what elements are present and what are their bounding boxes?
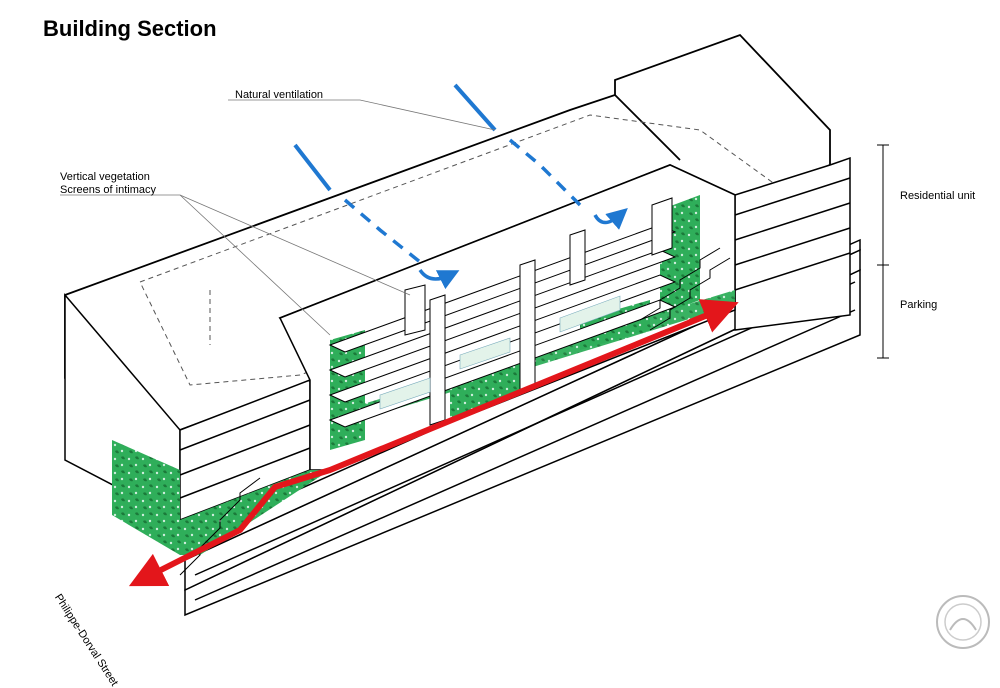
street-stairs bbox=[179, 477, 261, 576]
vertical-vegetation-label: Vertical vegetation bbox=[60, 171, 150, 183]
stairs bbox=[639, 247, 731, 331]
natural-ventilation-label: Natural ventilation bbox=[235, 89, 324, 101]
right-end-block bbox=[734, 156, 851, 331]
circulation-path bbox=[128, 299, 739, 587]
dimension-bracket bbox=[877, 144, 889, 359]
glass-panels bbox=[379, 295, 621, 410]
leader-lines bbox=[60, 99, 496, 336]
residential-unit-label: Residential unit bbox=[900, 190, 976, 202]
diagram-title: Building Section bbox=[43, 16, 217, 41]
parking-label: Parking bbox=[900, 299, 938, 311]
watermark-icon bbox=[936, 595, 990, 649]
building-section-diagram bbox=[60, 33, 889, 617]
ventilation-arrows bbox=[293, 83, 628, 290]
screens-of-intimacy-label: Screens of intimacy bbox=[60, 184, 156, 196]
